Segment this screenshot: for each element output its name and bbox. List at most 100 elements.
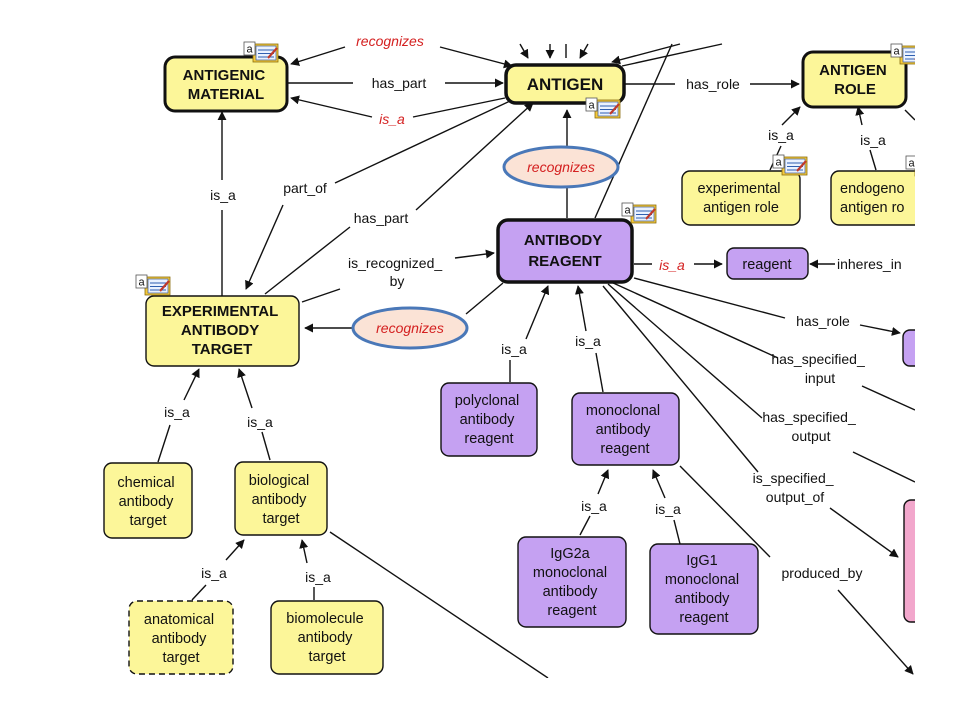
link-label-is-a-chemical: is_a xyxy=(164,404,190,420)
link-label-is-a-polyclonal: is_a xyxy=(501,341,527,357)
node-label: endogeno antigen ro xyxy=(840,181,909,216)
node-label-line: endogeno xyxy=(840,181,905,197)
node-label: ANTIGENIC MATERIAL xyxy=(183,67,270,103)
node-box xyxy=(726,247,809,280)
node-label-line: REAGENT xyxy=(528,253,601,270)
node-biological-antibody-target[interactable]: biological antibody target xyxy=(234,461,328,536)
node-label: anatomical antibody target xyxy=(144,612,218,666)
node-label-line: reagent xyxy=(464,431,513,447)
edge-endo-role-b xyxy=(869,149,877,171)
node-biomolecule-antibody-target[interactable]: biomolecule antibody target xyxy=(270,600,384,675)
node-label-line: antigen role xyxy=(703,200,779,216)
node-label-line: ROLE xyxy=(834,81,876,98)
node-label-line: polyclonal xyxy=(455,393,520,409)
svg-text:a: a xyxy=(588,100,595,112)
annotation-icon[interactable]: a xyxy=(621,202,657,224)
edge-is-a-biomolecule-b xyxy=(299,539,309,564)
annotation-icon[interactable]: a xyxy=(890,43,915,65)
node-antigen[interactable]: ANTIGEN xyxy=(504,63,626,105)
node-endogenous-antigen-role[interactable]: endogeno antigen ro xyxy=(830,170,915,226)
svg-text:a: a xyxy=(908,158,915,170)
link-label-is-a-exp-target: is_a xyxy=(210,187,236,203)
node-label: chemical antibody target xyxy=(117,475,178,529)
node-box xyxy=(145,295,300,367)
link-label-is-a-monoclonal: is_a xyxy=(575,333,601,349)
node-label-line: ANTIBODY xyxy=(181,322,259,339)
node-chemical-antibody-target[interactable]: chemical antibody target xyxy=(103,462,193,539)
node-label-line: monoclonal xyxy=(665,572,739,588)
annotation-icon[interactable]: a xyxy=(905,155,915,177)
link-label-part-of: part_of xyxy=(283,180,327,196)
node-label: ANTIGEN ROLE xyxy=(819,62,891,98)
node-label-line: TARGET xyxy=(192,341,253,358)
node-label-line: antibody xyxy=(252,492,308,508)
node-polyclonal-antibody-reagent[interactable]: polyclonal antibody reagent xyxy=(440,382,538,457)
edge-produced-by-a xyxy=(679,465,771,558)
diagram-viewport: recognizes has_part is_a has_role is_a i… xyxy=(103,33,915,678)
edges xyxy=(157,43,915,678)
annotation-icon[interactable]: a xyxy=(243,41,279,63)
edge-is-a-polyclonal-b xyxy=(525,285,550,340)
node-label-line: antigen ro xyxy=(840,200,905,216)
link-label-has-role-right: has_role xyxy=(796,313,850,329)
node-label-line: biomolecule xyxy=(286,611,363,627)
annotation-icons: a a a a a a a xyxy=(135,41,915,296)
node-experimental-antigen-role[interactable]: experimental antigen role xyxy=(681,170,801,226)
node-clipped-role[interactable] xyxy=(902,329,915,367)
highlighted-link-recognizes-target[interactable]: recognizes xyxy=(351,306,469,350)
annotation-icon[interactable]: a xyxy=(135,274,171,296)
concept-map: recognizes has_part is_a has_role is_a i… xyxy=(103,33,915,678)
edge-part-of-a xyxy=(334,100,511,184)
edge-is-a-igg2a-b xyxy=(597,469,610,495)
node-label-line: antibody xyxy=(298,630,354,646)
edge-specified-input-a xyxy=(610,281,779,359)
node-label-line: IgG1 xyxy=(686,553,717,569)
highlight-oval xyxy=(502,145,620,189)
link-label-has-specified-input-line2: input xyxy=(805,370,835,386)
node-box xyxy=(571,392,680,466)
node-label: IgG2a monoclonal antibody reagent xyxy=(533,546,611,619)
link-label-is-a-anatomical: is_a xyxy=(201,565,227,581)
edge-endo-role-c xyxy=(904,109,915,121)
node-label-line: antibody xyxy=(596,422,652,438)
edge-is-recognized-by-a xyxy=(301,288,341,303)
node-label-line: EXPERIMENTAL xyxy=(162,303,278,320)
link-label-is-a-top: is_a xyxy=(379,111,405,127)
node-monoclonal-antibody-reagent[interactable]: monoclonal antibody reagent xyxy=(571,392,680,466)
node-igg1-monoclonal-antibody-reagent[interactable]: IgG1 monoclonal antibody reagent xyxy=(649,543,759,635)
node-experimental-antibody-target[interactable]: EXPERIMENTAL ANTIBODY TARGET xyxy=(145,295,300,367)
edge-has-part-left-b xyxy=(415,102,534,211)
annotation-icon[interactable]: a xyxy=(772,154,808,176)
node-antibody-reagent[interactable]: ANTIBODY REAGENT xyxy=(496,218,634,284)
edge-has-role-right-b xyxy=(859,324,901,336)
node-label-line: IgG2a xyxy=(550,546,590,562)
edge-is-a-chemical-b xyxy=(183,368,200,401)
node-anatomical-antibody-target[interactable]: anatomical antibody target xyxy=(128,600,234,675)
link-label-is-recognized-by-line2: by xyxy=(390,273,405,289)
annotation-icon[interactable]: a xyxy=(585,97,621,119)
node-label: IgG1 monoclonal antibody reagent xyxy=(665,553,743,626)
edge-recognizes-target-a xyxy=(465,282,504,315)
edge-recognizes-top xyxy=(439,46,513,69)
node-clipped-process[interactable] xyxy=(903,499,915,623)
edge-has-role-right-a xyxy=(633,277,786,319)
node-box xyxy=(440,382,538,457)
node-box xyxy=(649,543,759,635)
node-label-line: target xyxy=(262,511,299,527)
edge-is-a-anatomical-a xyxy=(191,584,207,601)
node-label-line: antibody xyxy=(460,412,516,428)
link-label-is-a-endo-role: is_a xyxy=(860,132,886,148)
node-reagent[interactable]: reagent xyxy=(726,247,809,280)
edge-biological-long xyxy=(329,531,549,678)
node-label-line: ANTIBODY xyxy=(524,232,602,249)
edge-is-a-anatomical-b xyxy=(225,539,245,561)
highlighted-link-recognizes-antigen[interactable]: recognizes xyxy=(502,145,620,189)
node-igg2a-monoclonal-antibody-reagent[interactable]: IgG2a monoclonal antibody reagent xyxy=(517,536,627,628)
link-label-has-specified-input-line1: has_specified_ xyxy=(771,351,865,367)
edge-is-a-top-a xyxy=(412,97,506,118)
node-antigenic-material[interactable]: ANTIGENIC MATERIAL xyxy=(163,55,289,113)
link-label-produced-by: produced_by xyxy=(782,565,863,581)
node-label-line: ANTIGENIC xyxy=(183,67,266,84)
edge-specified-output-a xyxy=(607,283,763,419)
node-antigen-role[interactable]: ANTIGEN ROLE xyxy=(801,50,908,109)
